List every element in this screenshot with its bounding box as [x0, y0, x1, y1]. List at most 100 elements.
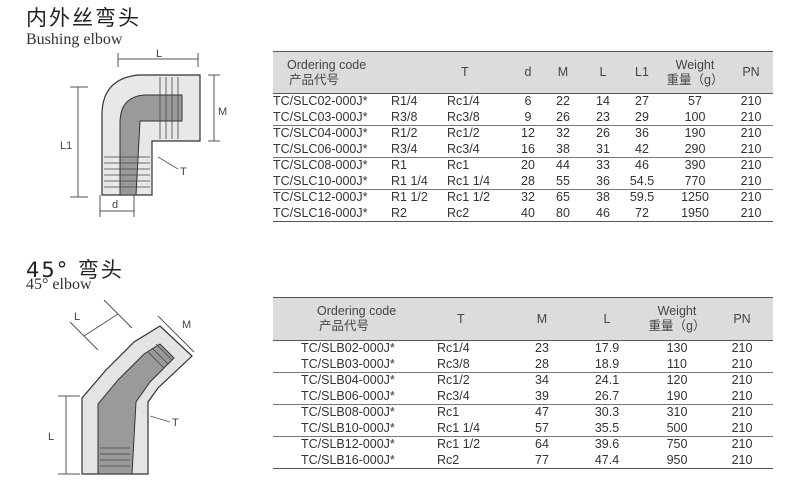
cell-L1: 54.5 — [629, 173, 655, 188]
cell-L: 23 — [596, 109, 610, 124]
table-row: TC/SLC08-000J* R1 Rc1 20 44 33 46 390 21… — [273, 157, 773, 174]
label-L-side: L — [48, 431, 54, 443]
cell-size: R1 1/4 — [391, 173, 428, 188]
cell-code: TC/SLB12-000J* — [273, 436, 433, 453]
cell-L: 17.9 — [594, 341, 620, 355]
label-T: T — [180, 166, 187, 178]
table-row: TC/SLC16-000J* R2 Rc2 40 80 46 72 1950 2… — [273, 205, 773, 222]
cell-T: Rc1/4 — [437, 341, 470, 355]
cell-PN: 210 — [731, 420, 753, 435]
cell-L: 38 — [583, 189, 623, 206]
cell-M: 28 — [535, 356, 549, 371]
cell-L1: 27 — [635, 94, 649, 108]
col-ordering-code: Ordering code 产品代号 — [273, 297, 433, 341]
cell-weight: 100 — [684, 109, 706, 124]
col-M: M — [543, 51, 583, 94]
cell-d: 20 — [513, 157, 543, 174]
cell-code: TC/SLB08-000J* — [273, 404, 433, 421]
col-T: T — [443, 51, 513, 94]
cell-M: 55 — [556, 173, 570, 188]
cell-L: 14 — [596, 94, 610, 108]
label-L1: L1 — [60, 140, 72, 152]
cell-weight: 110 — [667, 356, 687, 371]
col-weight: Weight 重量（g） — [661, 51, 729, 94]
cell-L1: 46 — [623, 157, 661, 174]
cell-L: 46 — [583, 205, 623, 222]
cell-code: TC/SLC16-000J* — [273, 205, 391, 222]
cell-T: Rc3/4 — [447, 141, 480, 156]
cell-L: 31 — [596, 141, 610, 156]
cell-T: Rc1 1/4 — [447, 173, 491, 188]
cell-PN: 210 — [740, 173, 762, 188]
cell-M: 64 — [513, 436, 571, 453]
cell-PN: 210 — [729, 205, 773, 222]
cell-T: Rc1/4 — [447, 94, 480, 108]
table-header-row: Ordering code 产品代号 T d M L L1 Weight 重量（… — [273, 51, 773, 94]
cell-code: TC/SLC02-000J* — [273, 94, 368, 108]
cell-d: 6 — [524, 94, 532, 108]
cell-size: R3/8 — [391, 109, 418, 124]
cell-PN: 210 — [711, 452, 773, 469]
cell-L1: 72 — [623, 205, 661, 222]
cell-T: Rc3/4 — [437, 388, 470, 403]
cell-weight: 950 — [643, 452, 711, 469]
cell-code: TC/SLB10-000J* — [301, 420, 395, 435]
label-d: d — [112, 199, 118, 211]
cell-L: 35.5 — [594, 420, 620, 435]
cell-code: TC/SLB02-000J* — [301, 341, 395, 355]
cell-M: 38 — [556, 141, 570, 156]
elbow-45-spec-table: Ordering code 产品代号 T M L Weight 重量（g） PN… — [273, 297, 773, 469]
cell-PN: 210 — [729, 125, 773, 142]
col-d: d — [513, 51, 543, 94]
cell-PN: 210 — [740, 109, 762, 124]
cell-weight: 190 — [661, 125, 729, 142]
cell-size: R1/2 — [391, 125, 443, 142]
cell-PN: 210 — [729, 157, 773, 174]
col-L: L — [571, 297, 643, 341]
cell-PN: 210 — [729, 189, 773, 206]
cell-M: 47 — [513, 404, 571, 421]
cell-T: Rc3/8 — [437, 356, 470, 371]
table-header-row: Ordering code 产品代号 T M L Weight 重量（g） PN — [273, 297, 773, 341]
cell-size: R1 — [391, 157, 443, 174]
col-weight: Weight 重量（g） — [643, 297, 711, 341]
table-row: TC/SLC10-000J* R1 1/4 Rc1 1/4 28 55 36 5… — [273, 174, 773, 190]
cell-L: 39.6 — [571, 436, 643, 453]
table-row: TC/SLC02-000J* R1/4 Rc1/4 6 22 14 27 57 … — [273, 94, 773, 110]
cell-size: R2 — [391, 205, 443, 222]
cell-L: 33 — [583, 157, 623, 174]
cell-M: 44 — [543, 157, 583, 174]
table-row: TC/SLB12-000J* Rc1 1/2 64 39.6 750 210 — [273, 436, 773, 453]
cell-d: 32 — [513, 189, 543, 206]
cell-M: 22 — [556, 94, 570, 108]
elbow-45-title-en: 45° elbow — [26, 276, 92, 293]
cell-size: R1/4 — [391, 94, 418, 108]
cell-weight: 1250 — [661, 189, 729, 206]
cell-weight: 390 — [661, 157, 729, 174]
cell-PN: 210 — [731, 388, 753, 403]
table-row: TC/SLB04-000J* Rc1/2 34 24.1 120 210 — [273, 372, 773, 389]
cell-weight: 310 — [643, 404, 711, 421]
cell-PN: 210 — [711, 372, 773, 389]
cell-L1: 42 — [635, 141, 649, 156]
col-L: L — [583, 51, 623, 94]
cell-code: TC/SLB16-000J* — [273, 452, 433, 469]
cell-L1: 29 — [635, 109, 649, 124]
cell-PN: 210 — [711, 436, 773, 453]
cell-L: 18.9 — [594, 356, 620, 371]
cell-code: TC/SLC08-000J* — [273, 157, 391, 174]
cell-code: TC/SLB06-000J* — [301, 388, 395, 403]
cell-M: 77 — [513, 452, 571, 469]
cell-L1: 59.5 — [623, 189, 661, 206]
cell-L: 36 — [596, 173, 610, 188]
table-row: TC/SLC06-000J* R3/4 Rc3/4 16 38 31 42 29… — [273, 142, 773, 158]
cell-L: 47.4 — [571, 452, 643, 469]
cell-T: Rc2 — [443, 205, 513, 222]
bushing-elbow-drawing: L M L1 T d — [60, 48, 227, 217]
table-row: TC/SLB08-000J* Rc1 47 30.3 310 210 — [273, 404, 773, 421]
label-M: M — [218, 106, 227, 118]
cell-M: 65 — [543, 189, 583, 206]
cell-PN: 210 — [740, 94, 762, 108]
cell-L: 26 — [583, 125, 623, 142]
bushing-elbow-spec-table: Ordering code 产品代号 T d M L L1 Weight 重量（… — [273, 51, 773, 222]
